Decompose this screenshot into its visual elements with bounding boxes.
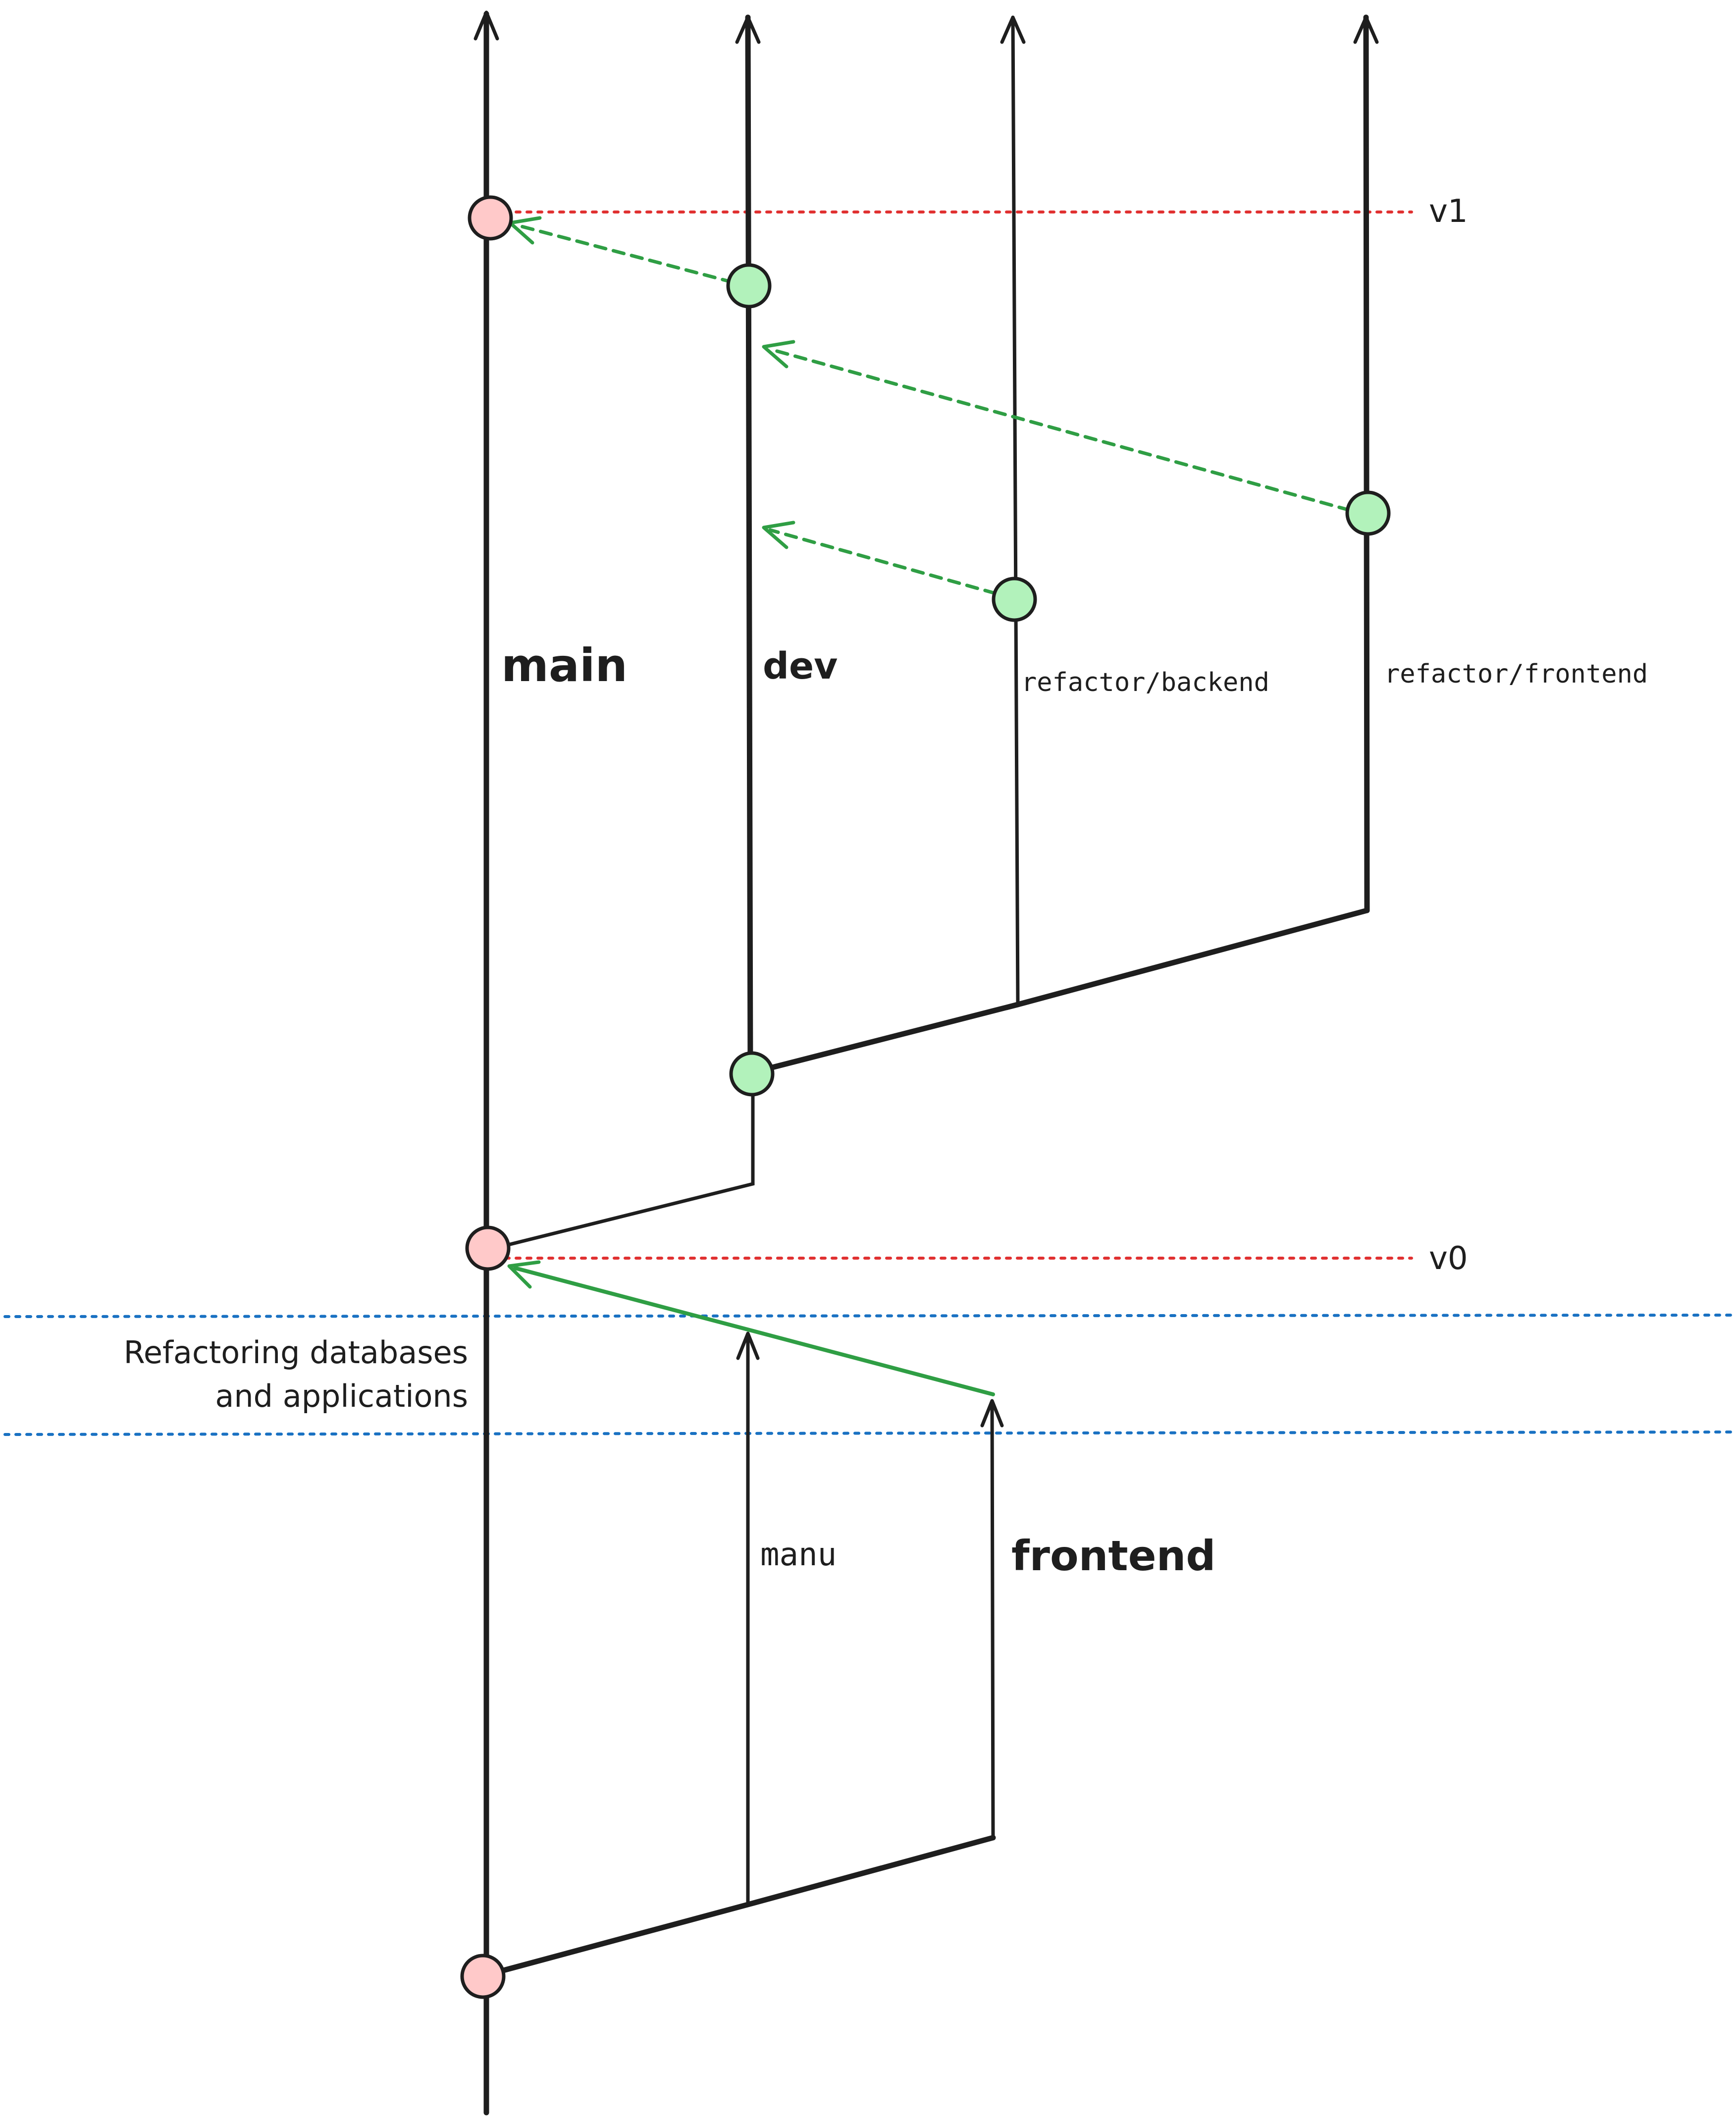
release-node-v1	[468, 195, 513, 241]
release-label-v1: v1	[1429, 193, 1468, 230]
branch-refactor-frontend-arrowhead	[1353, 15, 1379, 44]
branch-dev-arrowhead	[735, 15, 761, 44]
branch-manu-arrowhead	[736, 1331, 760, 1360]
phase-label-line2: and applications	[215, 1378, 468, 1414]
dev-commit-top	[726, 263, 772, 309]
phase-boundary-top	[3, 1314, 1733, 1318]
branch-off-feature	[487, 1835, 996, 1977]
branch-refactor-frontend-line	[1363, 14, 1370, 913]
refactor-backend-commit	[992, 577, 1037, 622]
merge-arrow-refactor-backend-to-dev-head	[762, 521, 795, 549]
branch-label-frontend: frontend	[1011, 1532, 1216, 1580]
phase-label-line1: Refactoring databases	[124, 1334, 468, 1371]
dev-commit-fork	[729, 1051, 775, 1097]
branch-off-dev	[488, 1075, 755, 1251]
branch-main-arrowhead	[473, 10, 499, 41]
branch-refactor-backend-arrowhead	[1000, 15, 1026, 44]
branch-dev-line	[745, 14, 753, 1079]
branch-frontend-arrowhead	[980, 1399, 1004, 1428]
branch-label-manu: manu	[760, 1537, 837, 1573]
phase-boundary-bottom	[3, 1431, 1733, 1436]
branch-label-refactor-frontend: refactor/frontend	[1384, 659, 1648, 689]
release-label-v0: v0	[1429, 1240, 1468, 1277]
branch-label-main: main	[501, 639, 628, 692]
merge-arrow-frontend-to-main-head	[507, 1260, 541, 1289]
merge-arrow-refactor-frontend-to-dev	[768, 347, 1352, 512]
branch-label-refactor-backend: refactor/backend	[1021, 668, 1269, 697]
branch-refactor-backend-line	[1011, 15, 1020, 1007]
merge-arrow-frontend-to-main	[513, 1266, 995, 1396]
branch-label-dev: dev	[763, 645, 838, 688]
branch-off-refactor	[750, 907, 1370, 1075]
merge-arrow-dev-to-main-head	[508, 216, 542, 245]
release-node-v0	[465, 1225, 511, 1271]
branch-frontend-line	[990, 1400, 995, 1840]
refactor-frontend-commit	[1345, 490, 1391, 536]
merge-arrow-refactor-backend-to-dev	[768, 528, 998, 595]
merge-arrow-dev-to-main	[516, 223, 735, 284]
merge-arrow-refactor-frontend-to-dev-head	[762, 340, 795, 369]
main-start-node	[460, 1954, 506, 1999]
